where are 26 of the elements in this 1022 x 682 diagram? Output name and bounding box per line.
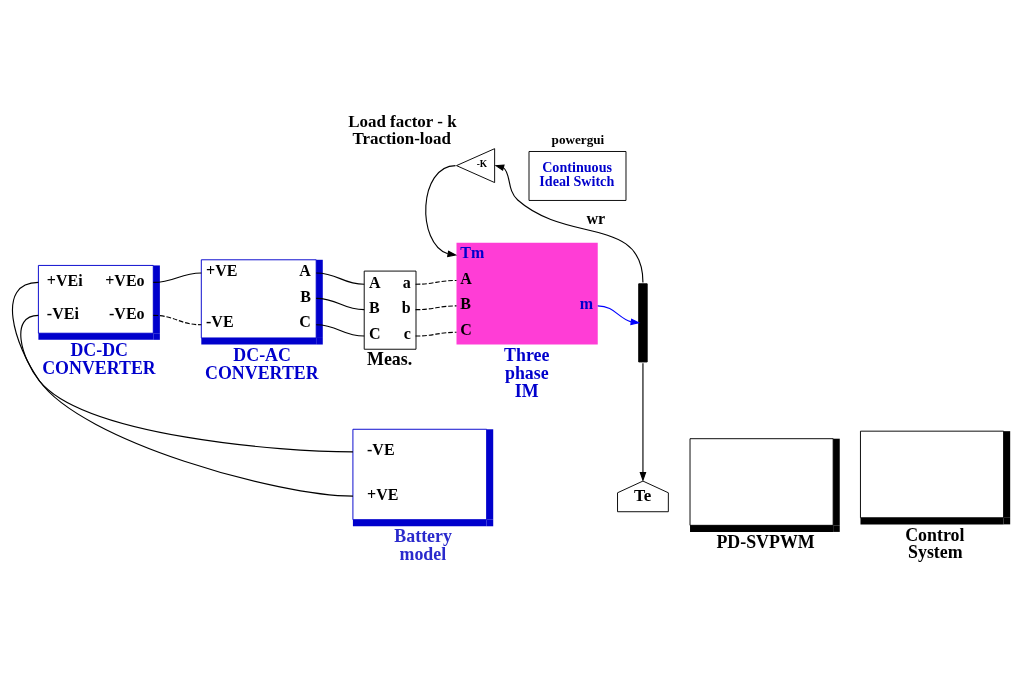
connector [315,272,365,285]
node-label: Control System [905,524,965,563]
connector [152,272,202,283]
node-label: PD-SVPWM [716,532,815,553]
edge-label: wr [586,210,606,228]
connector [414,279,458,285]
node-label: Meas. [367,349,413,370]
node-label: Battery model [394,526,452,565]
arrow [639,362,647,482]
arrow [597,305,641,326]
connector [20,314,354,453]
connector [315,324,365,337]
connector [11,281,354,497]
connector [414,331,458,337]
node-label: Three phase IM [504,344,550,401]
connector [152,314,202,326]
node-label: Load factor - k Traction-load [348,112,457,149]
node-box: Tm A B m C [456,242,598,345]
arrow [425,165,458,258]
node-label: DC-DC CONVERTER [42,340,156,378]
node-label: powergui [551,132,605,148]
node-bar [638,283,648,363]
arrow [494,164,644,283]
node-label: DC-AC CONVERTER [205,344,319,383]
connector [414,305,458,311]
connector [315,297,365,311]
